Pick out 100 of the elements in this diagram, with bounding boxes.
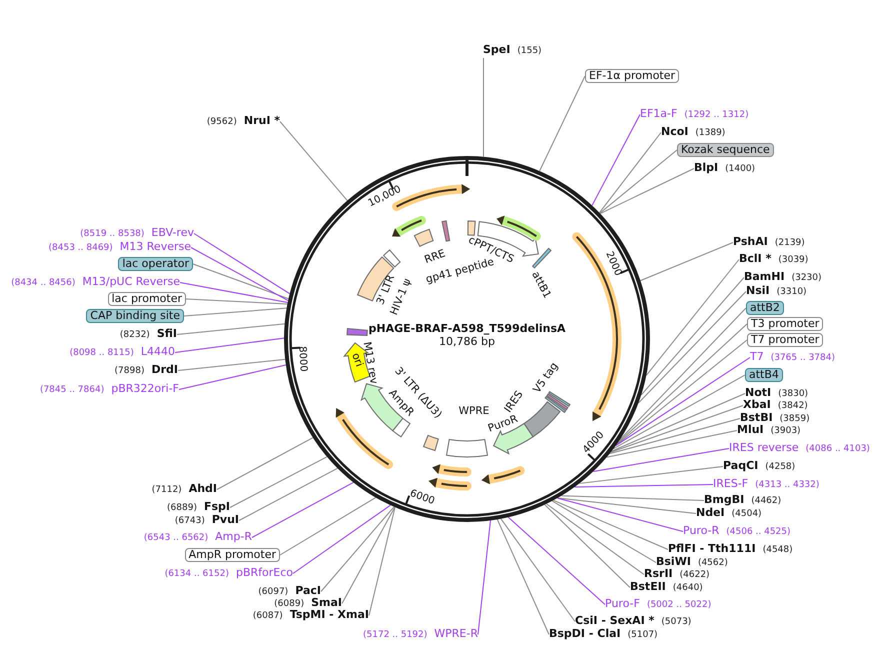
cut-site-position: (3230) [792, 272, 822, 285]
enzyme-name: BstBI [740, 411, 773, 424]
leader-line [544, 504, 630, 588]
primer-position: (4313 .. 4332) [755, 479, 820, 492]
enzyme-name: BstEII [630, 580, 666, 593]
leader-line [216, 437, 314, 490]
primer-name: EBV-rev [151, 226, 194, 239]
leader-line [556, 498, 684, 532]
leader-line [611, 393, 746, 452]
cut-site-position: (4548) [762, 544, 793, 557]
plasmid-name: pHAGE-BRAF-A598_T599delinsA [368, 322, 566, 335]
leader-line [178, 364, 286, 390]
feature-label-box: attB2 [746, 301, 784, 315]
feature-label-box: lac promoter [108, 292, 186, 306]
cut-site-position: (7112) [152, 484, 182, 497]
enzyme-name: RsrII [644, 567, 673, 580]
primer-position: (7845 .. 7864) [40, 384, 104, 397]
primer-name: M13 Reverse [120, 240, 191, 253]
feature-name: V5 tag [532, 360, 560, 396]
leader-line [280, 497, 376, 556]
primer-name: pBRforEco [236, 566, 293, 579]
leader-line [640, 242, 734, 282]
leader-line [592, 114, 640, 206]
leader-line [646, 259, 740, 376]
feature-label-box: attB4 [745, 368, 783, 382]
leader-line [496, 518, 550, 635]
enzyme-name: BmgBI [704, 493, 744, 506]
enzyme-name: AhdI [188, 482, 217, 495]
feature-name: WPRE [458, 406, 490, 416]
leader-line [599, 150, 678, 214]
enzyme-name: TspMI - XmaI [290, 608, 369, 621]
enzyme-name: PshAI [733, 235, 768, 248]
enzyme-name: MluI [737, 423, 764, 436]
enzyme-name: BclI * [739, 252, 772, 265]
enzyme-name: BamHI [744, 270, 785, 283]
feature-label-box: EF-1α promoter [585, 69, 680, 83]
leader-line [252, 482, 354, 538]
leader-line [598, 132, 662, 214]
cut-site-position: (3310) [776, 286, 807, 299]
leader-line [609, 418, 740, 454]
leader-line [292, 504, 391, 574]
scale-tick-label: 8000 [296, 346, 308, 372]
primer-name: WPRE-R [434, 627, 478, 640]
cut-site-position: (8232) [120, 329, 150, 342]
primer-position: (1292 .. 1312) [684, 109, 749, 122]
primer-name: Puro-R [683, 524, 720, 537]
enzyme-name: PflFI - Tth111I [668, 542, 756, 555]
leader-line [500, 518, 576, 622]
feature-label-box: AmpR promoter [184, 548, 280, 562]
primer-position: (8519 .. 8538) [80, 228, 144, 241]
leader-line [638, 291, 746, 404]
cut-site-position: (6089) [274, 598, 304, 610]
leader-line [342, 506, 396, 604]
primer-position: (5172 .. 5192) [363, 629, 428, 642]
primer-position: (8434 .. 8456) [11, 277, 76, 290]
cut-site-position: (1389) [695, 127, 726, 140]
leader-line [578, 466, 724, 484]
plasmid-length: 10,786 bp [439, 335, 495, 348]
leader-line [610, 405, 744, 453]
cut-site-position: (4640) [672, 582, 703, 595]
feature-label-box: T7 promoter [747, 333, 824, 347]
leader-line [574, 484, 714, 488]
primer-name: M13/pUC Reverse [82, 275, 180, 288]
enzyme-name: CsiI - SexAI * [575, 614, 654, 627]
primer-position: (4086 .. 4103) [806, 443, 870, 456]
enzyme-name: PacI [295, 584, 321, 597]
leader-line [640, 277, 744, 396]
enzyme-name: NotI [745, 386, 772, 399]
leader-line [606, 430, 738, 458]
scale-tick-label: 2000 [603, 250, 622, 278]
cut-site-position: (1400) [725, 163, 756, 176]
primer-name: L4440 [140, 345, 175, 358]
leader-line [280, 121, 348, 202]
enzyme-name: DrdI [151, 363, 178, 376]
cut-site-position: (5107) [628, 629, 658, 642]
leader-line [483, 58, 484, 158]
leader-line [192, 264, 289, 300]
leader-line [552, 500, 656, 563]
cut-site-position: (2139) [774, 237, 805, 250]
leader-line [368, 506, 396, 616]
enzyme-name: SpeI [483, 43, 510, 56]
leader-line [560, 495, 704, 501]
primer-position: (6543 .. 6562) [144, 532, 208, 545]
feature-label-box: T3 promoter [747, 317, 824, 331]
scale-tick-label: 6000 [408, 488, 436, 507]
cut-site-position: (3903) [770, 425, 801, 438]
primer-name: IRES-F [713, 477, 748, 490]
primer-name: pBR322ori-F [111, 382, 179, 395]
cut-site-position: (3842) [778, 400, 808, 413]
cut-site-position: (3830) [778, 388, 808, 401]
enzyme-name: PvuI [212, 513, 239, 526]
cut-site-position: (4504) [732, 508, 762, 521]
leader-line [180, 282, 288, 304]
enzyme-name: BspDI - ClaI [549, 627, 621, 640]
enzyme-name: SfiI [156, 327, 177, 340]
enzyme-name: BsiWI [656, 555, 691, 568]
leader-line [615, 357, 750, 446]
cut-site-position: (155) [517, 45, 542, 58]
feature-name: RRE [423, 248, 447, 266]
cut-site-position: (3039) [778, 254, 808, 267]
